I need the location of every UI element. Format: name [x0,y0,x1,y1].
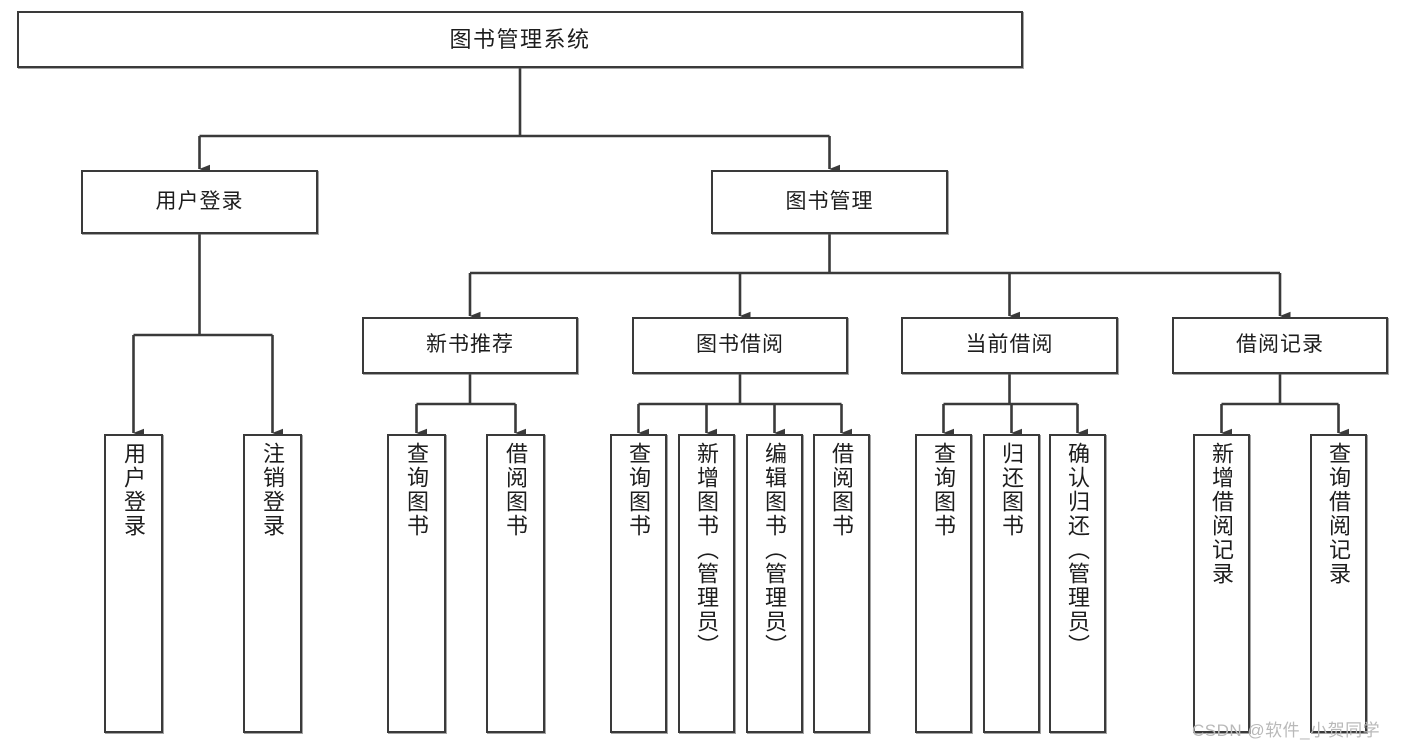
node-label: 查询借阅记录 [1326,442,1352,586]
node-label: 查询图书 [931,442,957,538]
node-label: 注销登录 [260,442,286,538]
node-leaf-cur-return[interactable]: 归还图书 [983,434,1040,733]
node-leaf-user-login[interactable]: 用户登录 [104,434,163,733]
node-label: 用户登录 [155,189,244,213]
node-label: 当前借阅 [965,333,1054,357]
node-login[interactable]: 用户登录 [81,170,318,234]
node-root[interactable]: 图书管理系统 [17,11,1023,68]
node-bookmgmt[interactable]: 图书管理 [711,170,948,234]
node-label: 用户登录 [121,442,147,538]
node-label: 借阅图书 [503,442,529,538]
node-label: 查询图书 [626,442,652,538]
node-leaf-new-borrow[interactable]: 借阅图书 [486,434,545,733]
node-label: 图书借阅 [696,333,784,357]
node-current[interactable]: 当前借阅 [901,317,1118,374]
node-label: 确认归还（管理员） [1065,442,1091,658]
node-label: 新书推荐 [426,333,514,357]
node-leaf-br-query[interactable]: 查询图书 [610,434,667,733]
node-leaf-br-borrow[interactable]: 借阅图书 [813,434,870,733]
node-leaf-new-query[interactable]: 查询图书 [387,434,446,733]
node-leaf-cur-confirm[interactable]: 确认归还（管理员） [1049,434,1106,733]
node-borrow[interactable]: 图书借阅 [632,317,848,374]
node-label: 借阅图书 [829,442,855,538]
node-label: 归还图书 [999,442,1025,538]
node-label: 图书管理系统 [449,26,591,52]
node-label: 查询图书 [404,442,430,538]
node-records[interactable]: 借阅记录 [1172,317,1388,374]
node-label: 编辑图书（管理员） [762,442,788,658]
node-leaf-br-edit[interactable]: 编辑图书（管理员） [746,434,803,733]
edges [132,68,1349,438]
node-label: 图书管理 [785,189,874,213]
node-label: 新增借阅记录 [1209,442,1235,586]
node-label: 借阅记录 [1236,333,1324,357]
node-newbook[interactable]: 新书推荐 [362,317,578,374]
node-leaf-rec-query[interactable]: 查询借阅记录 [1310,434,1367,733]
node-leaf-br-add[interactable]: 新增图书（管理员） [678,434,735,733]
node-leaf-user-logout[interactable]: 注销登录 [243,434,302,733]
node-leaf-cur-query[interactable]: 查询图书 [915,434,972,733]
node-label: 新增图书（管理员） [694,442,720,658]
node-leaf-rec-add[interactable]: 新增借阅记录 [1193,434,1250,733]
